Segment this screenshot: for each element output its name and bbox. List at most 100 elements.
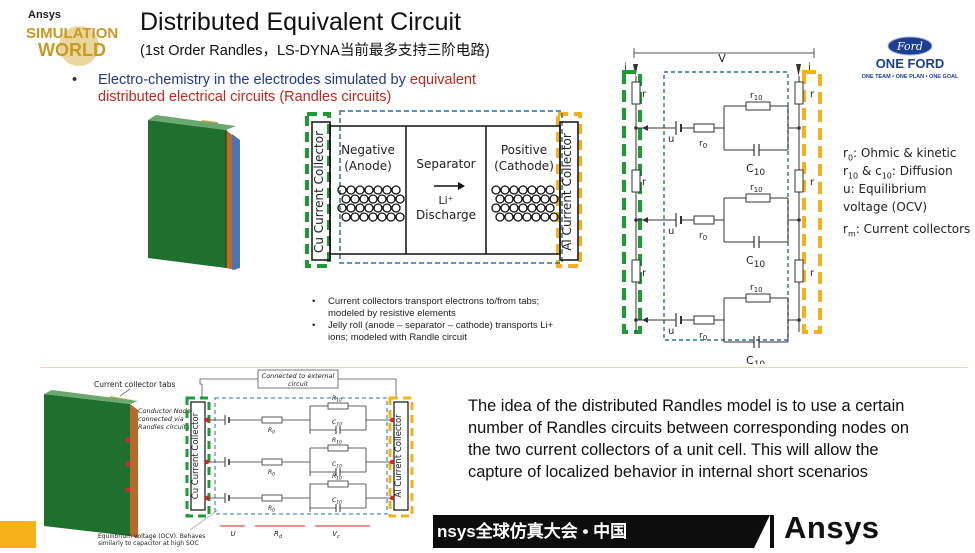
particle — [364, 185, 374, 195]
particle — [373, 185, 383, 195]
particle — [509, 185, 519, 195]
conductor-label-2: connected via — [138, 415, 184, 423]
particle — [513, 194, 523, 204]
particle — [346, 203, 356, 213]
particle — [395, 212, 405, 222]
note-2-line-1: Jelly roll (anode – separator – cathode)… — [328, 320, 554, 331]
bullet-line2-red: distributed electrical circuits (Randles… — [98, 89, 392, 105]
sw-line2: WORLD — [38, 40, 106, 60]
bottom-r10-label: R10 — [332, 437, 342, 446]
bullet-line1-blue: Electro-chemistry in the electrodes simu… — [98, 72, 410, 88]
cu-collector-label: Cu Current Collector — [312, 131, 326, 253]
cell-cross-section-diagram: Cu Current Collector Al Current Collecto… — [300, 108, 590, 293]
rm-label-left: r — [642, 268, 647, 279]
particle — [359, 194, 369, 204]
anode-particles — [337, 185, 405, 222]
sw-brand: Ansys — [28, 9, 61, 21]
u-label: u — [668, 134, 674, 145]
bottom-r10-label: R10 — [332, 395, 342, 404]
particle — [549, 194, 559, 204]
paragraph-line-4: capture of localized behavior in interna… — [468, 463, 868, 481]
paragraph-line-1: The idea of the distributed Randles mode… — [468, 397, 905, 415]
particle — [522, 212, 532, 222]
particle — [337, 185, 347, 195]
particle — [337, 203, 347, 213]
r10-label: r10 — [750, 183, 763, 194]
u-label: U — [230, 530, 235, 538]
voltage-label: V — [718, 52, 726, 65]
u-label: u — [668, 326, 674, 337]
particle — [491, 203, 501, 213]
randles-rungs: ur0r10C10ur0r10C10ur0r10C10 — [634, 91, 801, 370]
particle — [500, 203, 510, 213]
rl-label-2: r — [642, 177, 647, 188]
rn-label: r — [810, 89, 815, 100]
r0-label: r0 — [699, 139, 707, 150]
particle — [531, 212, 541, 222]
ford-name: Ford — [896, 40, 923, 53]
particle — [495, 212, 505, 222]
particle — [391, 185, 401, 195]
current-left-label: i — [624, 62, 627, 73]
note-1-line-1: Current collectors transport electrons t… — [328, 296, 540, 307]
particle — [377, 212, 387, 222]
bullet-line1-red: equivalent — [409, 72, 476, 88]
c10-label: C10 — [746, 354, 765, 364]
simulation-world-logo: Ansys SIMULATION WORLD — [24, 6, 134, 68]
legend-line-3: u: Equilibrium — [843, 182, 927, 196]
note-bullet-2: • — [312, 320, 316, 331]
external-label-2: circuit — [288, 380, 309, 388]
particle — [391, 203, 401, 213]
particle — [491, 185, 501, 195]
page-title: Distributed Equivalent Circuit — [140, 8, 461, 36]
particle — [368, 194, 378, 204]
cell-notes: • Current collectors transport electrons… — [312, 296, 602, 346]
particle — [527, 203, 537, 213]
bottom-r0-label: R0 — [268, 505, 275, 514]
rm-label-right-1: r — [810, 177, 815, 188]
legend-line-4: voltage (OCV) — [843, 200, 928, 214]
explanation-paragraph: The idea of the distributed Randles mode… — [468, 395, 963, 483]
particle — [341, 212, 351, 222]
particle — [536, 203, 546, 213]
distributed-model-diagram: Current collector tabs Conductor Nodes c… — [40, 368, 432, 548]
ford-logo: Ford ONE FORD ONE TEAM • ONE PLAN • ONE … — [860, 36, 960, 84]
particle — [500, 185, 510, 195]
sw-line1: SIMULATION — [26, 25, 118, 42]
particle — [509, 203, 519, 213]
page-subtitle: (1st Order Randles，LS-DYNA当前最多支持三阶电路) — [140, 43, 490, 59]
particle — [364, 203, 374, 213]
particle — [522, 194, 532, 204]
particle — [350, 212, 360, 222]
li-label: Li⁺ — [439, 194, 454, 207]
particle — [540, 212, 550, 222]
particle — [504, 212, 514, 222]
cathode-particles — [491, 185, 559, 222]
footer-banner: nsys全球仿真大会 • 中国 — [433, 515, 774, 548]
c10-label: C10 — [746, 162, 765, 178]
current-right-label: i — [808, 62, 811, 73]
paragraph-line-3: the two current collectors of a unit cel… — [468, 441, 879, 459]
cathode-label: (Cathode) — [494, 159, 554, 173]
particle — [386, 194, 396, 204]
tabs-label: Current collector tabs — [94, 380, 175, 389]
particle — [395, 194, 405, 204]
particle — [531, 194, 541, 204]
external-label-1: Connected to external — [262, 372, 335, 380]
particle — [513, 212, 523, 222]
ford-tag: ONE FORD — [876, 56, 945, 71]
anode-label: (Anode) — [344, 159, 392, 173]
particle — [377, 194, 387, 204]
legend-line-1: r0: Ohmic & kinetic — [843, 146, 957, 163]
particle — [350, 194, 360, 204]
particle — [359, 212, 369, 222]
particle — [545, 185, 555, 195]
particle — [373, 203, 383, 213]
particle — [382, 185, 392, 195]
legend-line-5: rm: Current collectors — [843, 222, 971, 239]
bullet-dot: • — [72, 72, 78, 88]
particle — [518, 203, 528, 213]
vc-label: Vc — [332, 530, 340, 540]
ansys-logo: Ansys — [784, 510, 880, 545]
